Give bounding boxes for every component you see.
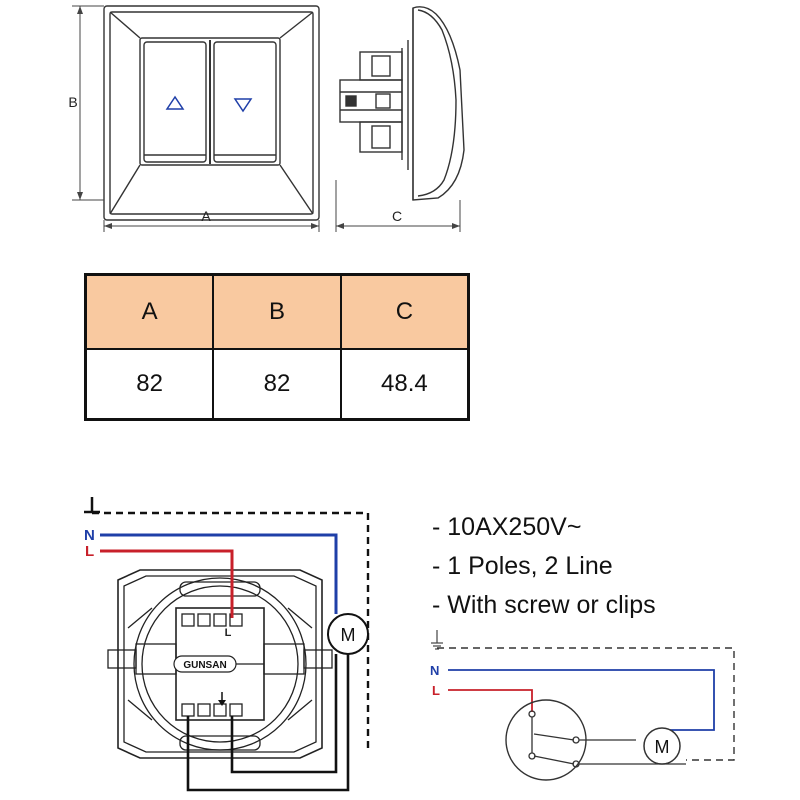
dimension-c — [335, 180, 461, 232]
dimension-table-row: 82 82 48.4 — [84, 348, 470, 421]
live-label: L — [85, 543, 94, 560]
schematic-neutral-label: N — [430, 663, 439, 678]
earth-ground-icon — [84, 497, 100, 514]
schematic-switch-contacts — [528, 710, 686, 768]
dimension-a — [103, 220, 320, 232]
load-wires — [186, 654, 350, 792]
neutral-wire — [100, 533, 338, 614]
brand-plate — [173, 655, 237, 673]
dimension-c-label: C — [392, 208, 402, 224]
spec-poles: - 1 Poles, 2 Line — [432, 552, 613, 580]
dimension-b-label: B — [68, 94, 77, 110]
dimension-header-c: C — [339, 273, 470, 350]
dimension-value-b: 82 — [212, 348, 342, 421]
dimension-table-header: A B C — [84, 273, 470, 350]
spec-rating: - 10AX250V~ — [432, 513, 582, 541]
dimension-value-c: 48.4 — [339, 348, 470, 421]
front-view — [103, 5, 320, 221]
up-arrow-icon — [165, 95, 185, 110]
schematic-motor-label: M — [655, 737, 670, 757]
brand-label: GUNSAN — [183, 660, 226, 671]
spec-list: - 10AX250V~ - 1 Poles, 2 Line - With scr… — [432, 508, 656, 625]
terminal-down-arrow-icon — [218, 692, 226, 706]
down-arrow-icon — [233, 98, 253, 113]
schematic-live-wire — [448, 689, 533, 712]
dimension-b — [72, 5, 104, 201]
dimension-header-a: A — [84, 273, 215, 350]
schematic-live-label: L — [432, 683, 440, 698]
dimension-value-a: 82 — [84, 348, 215, 421]
schematic-motor-icon — [643, 727, 681, 765]
schematic-earth-wire — [437, 647, 735, 761]
dimension-a-label: A — [201, 208, 211, 224]
schematic-neutral-wire — [448, 669, 715, 731]
live-wire — [100, 549, 234, 618]
side-view — [339, 6, 465, 201]
earth-wire — [92, 511, 370, 750]
motor-label: M — [341, 625, 356, 645]
motor-icon — [327, 613, 369, 655]
spec-mounting: - With screw or clips — [432, 591, 656, 619]
schematic: N L M — [430, 630, 735, 781]
terminal-label: L — [225, 627, 232, 639]
schematic-earth-icon — [431, 630, 443, 650]
dimension-table: A B C 82 82 48.4 — [84, 273, 470, 421]
dimension-header-b: B — [212, 273, 342, 350]
neutral-label: N — [84, 527, 95, 544]
